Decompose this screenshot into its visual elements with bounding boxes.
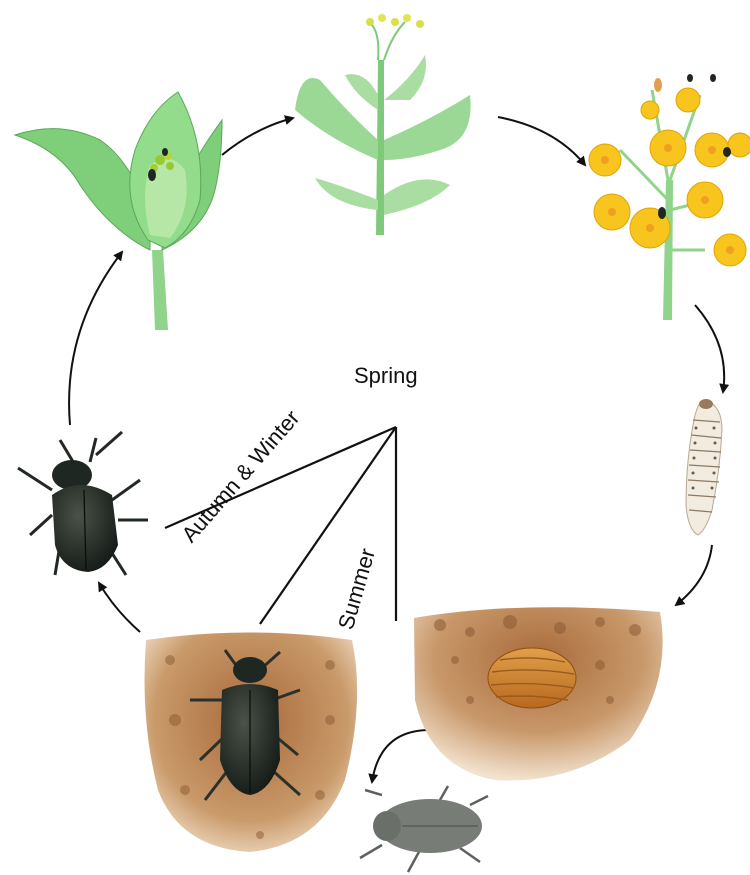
arrow-adult-to-bud xyxy=(69,252,122,425)
beetle-on-bud-icon xyxy=(15,92,222,330)
arrow-bud-to-plant xyxy=(222,118,293,155)
arrow-flower-to-larva xyxy=(695,305,724,392)
label-spring: Spring xyxy=(354,365,418,387)
adult-beetle-icon xyxy=(18,432,148,575)
arrow-soil-to-adult xyxy=(99,583,140,632)
pupa-in-soil-icon xyxy=(414,607,663,780)
rapeseed-plant-icon xyxy=(295,14,471,235)
arrow-plant-to-flower xyxy=(498,117,585,165)
arrow-larva-to-pupa xyxy=(676,545,712,605)
new-beetle-icon xyxy=(360,786,488,872)
overwintering-beetle-in-soil-icon xyxy=(145,633,358,853)
flowering-rapeseed-icon xyxy=(589,74,750,320)
arrow-pupa-to-new-beetle xyxy=(372,730,430,782)
larva-icon xyxy=(686,399,722,535)
